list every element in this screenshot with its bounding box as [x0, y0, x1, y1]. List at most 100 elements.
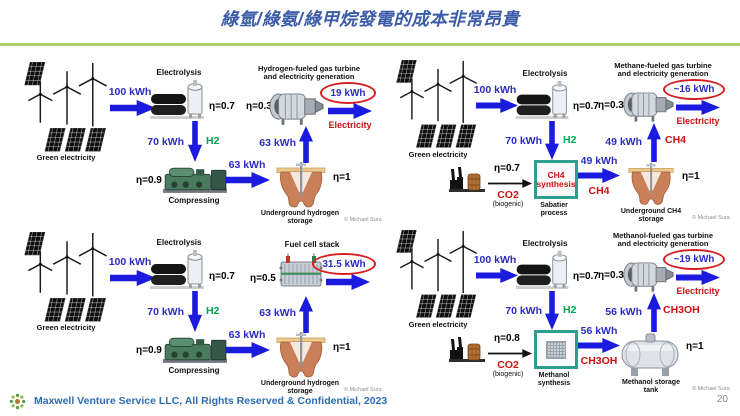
- credit-label: © Michael Sura: [692, 215, 730, 221]
- methanol-synthesis-box: [534, 330, 578, 369]
- compressor-icon: [161, 164, 229, 195]
- h2-label: H2: [563, 134, 577, 146]
- store-kwh-label: 63 kWh: [228, 329, 266, 341]
- storage-label-line1: Methanol storage: [622, 379, 680, 386]
- gas-turbine-icon: [268, 89, 324, 126]
- electrolysis-label: Electrolysis: [522, 239, 568, 248]
- up-kwh-label: 56 kWh: [605, 306, 642, 318]
- store-kwh-label: 63 kWh: [228, 159, 266, 171]
- co2-arrow-icon: [488, 349, 532, 358]
- h2-kwh-label: 70 kWh: [147, 306, 184, 318]
- diagram-methanol-gas-turbine: Green electricity 100 kWh Electrolysis η…: [386, 220, 740, 400]
- underground-storage-icon: [274, 332, 328, 380]
- arrow-right-icon: [676, 100, 720, 115]
- compressing-label: Compressing: [168, 196, 220, 205]
- co2-label: CO2: [497, 359, 519, 371]
- input-kwh-label: 100 kWh: [473, 254, 517, 266]
- storage-label-line2: storage: [287, 388, 313, 395]
- electrolysis-eta: η=0.7: [209, 101, 235, 112]
- h2-kwh-label: 70 kWh: [505, 135, 542, 147]
- electrolyzer-icon: [514, 250, 570, 291]
- page-number: 20: [716, 394, 728, 405]
- generator-eta: η=0.5: [250, 273, 276, 284]
- h2-label: H2: [563, 304, 577, 316]
- compressor-eta: η=0.9: [136, 175, 162, 186]
- compressor-icon: [161, 334, 229, 365]
- diagram-methane-gas-turbine: Green electricity 100 kWh Electrolysis η…: [386, 50, 740, 223]
- arrow-up-icon: [299, 126, 313, 163]
- compressing-label: Compressing: [168, 366, 220, 375]
- arrow-right-icon: [326, 274, 370, 290]
- arrow-down-icon: [188, 121, 202, 162]
- synthesis-box-label-line1: CH4: [547, 169, 565, 180]
- wind-solar-icon: [22, 62, 112, 154]
- input-kwh-label: 100 kWh: [473, 84, 517, 96]
- diagram-hydrogen-gas-turbine: Green electricity 100 kWh Electrolysis η…: [8, 50, 382, 225]
- ch4-synthesis-box: CH4 synthesis: [534, 160, 578, 199]
- up-carrier-label: CH3OH: [663, 304, 700, 316]
- storage-label-line1: Underground CH4: [620, 208, 682, 215]
- arrow-right-icon: [476, 98, 518, 113]
- arrow-up-icon: [647, 293, 661, 332]
- co2-factory-icon: [448, 164, 486, 193]
- output-kwh-badge: 31.5 kWh: [312, 253, 376, 275]
- diagram-fuel-cell: Green electricity 100 kWh Electrolysis η…: [8, 220, 382, 400]
- generator-eta: η=0.3: [598, 270, 624, 281]
- h2-kwh-label: 70 kWh: [505, 305, 542, 317]
- h2-label: H2: [206, 305, 220, 317]
- arrow-right-icon: [578, 168, 620, 183]
- arrow-right-icon: [226, 342, 270, 358]
- up-kwh-label: 63 kWh: [259, 307, 296, 319]
- arrow-up-icon: [647, 123, 661, 162]
- green-electricity-label: Green electricity: [408, 150, 468, 159]
- generator-eta: η=0.3: [598, 100, 624, 111]
- electrolysis-eta: η=0.7: [573, 271, 599, 282]
- process-label-line2: process: [540, 210, 568, 217]
- arrow-right-icon: [676, 270, 720, 285]
- storage-label-line2: storage: [638, 216, 664, 223]
- generator-eta: η=0.3: [246, 101, 272, 112]
- generator-title-line1: Methanol-fueled gas turbine: [612, 231, 713, 240]
- arrow-up-icon: [299, 296, 313, 333]
- storage-eta: η=1: [333, 172, 351, 183]
- generator-title-line2: and electricity generation: [617, 69, 709, 78]
- h2-label: H2: [206, 135, 220, 147]
- methanol-tank-icon: [618, 332, 682, 378]
- storage-eta: η=1: [333, 342, 351, 353]
- green-electricity-label: Green electricity: [36, 323, 96, 332]
- synthesis-eta: η=0.7: [494, 163, 520, 174]
- green-electricity-label: Green electricity: [408, 320, 468, 329]
- slide-title: 綠氫/綠氨/綠甲烷發電的成本非常昂貴: [220, 9, 520, 29]
- storage-label-line1: Underground hydrogen: [260, 380, 340, 387]
- co2-arrow-icon: [488, 179, 532, 188]
- storage-label-line2: storage: [287, 218, 313, 225]
- input-kwh-label: 100 kWh: [108, 86, 152, 98]
- process-label-line2: synthesis: [537, 380, 571, 387]
- synthesis-eta: η=0.8: [494, 333, 520, 344]
- electricity-label: Electricity: [328, 120, 372, 130]
- h2-kwh-label: 70 kWh: [147, 136, 184, 148]
- footer-text: Maxwell Venture Service LLC, All Rights …: [34, 395, 388, 407]
- arrow-right-icon: [476, 268, 518, 283]
- electrolysis-label: Electrolysis: [156, 68, 202, 77]
- wind-solar-icon: [396, 230, 480, 320]
- title-divider: [0, 43, 740, 46]
- underground-storage-icon: [274, 162, 328, 210]
- input-kwh-label: 100 kWh: [108, 256, 152, 268]
- process-label-line1: Sabatier: [540, 202, 568, 209]
- storage-label-line1: Underground hydrogen: [260, 210, 340, 217]
- output-kwh-badge: ~19 kWh: [663, 249, 725, 270]
- electrolysis-label: Electrolysis: [156, 238, 202, 247]
- co2-biogenic-label: (biogenic): [492, 371, 524, 378]
- generator-title-line2: and electricity generation: [617, 239, 709, 248]
- electricity-label: Electricity: [676, 286, 720, 296]
- co2-biogenic-label: (biogenic): [492, 201, 524, 208]
- electricity-label: Electricity: [676, 116, 720, 126]
- arrow-down-icon: [545, 121, 559, 160]
- underground-storage-icon: [626, 162, 676, 208]
- credit-label: © Michael Sura: [692, 386, 730, 392]
- electrolyzer-icon: [514, 80, 570, 121]
- generator-title-line2: and electricity generation: [263, 72, 355, 81]
- store-carrier-label: CH4: [588, 185, 610, 197]
- co2-label: CO2: [497, 189, 519, 201]
